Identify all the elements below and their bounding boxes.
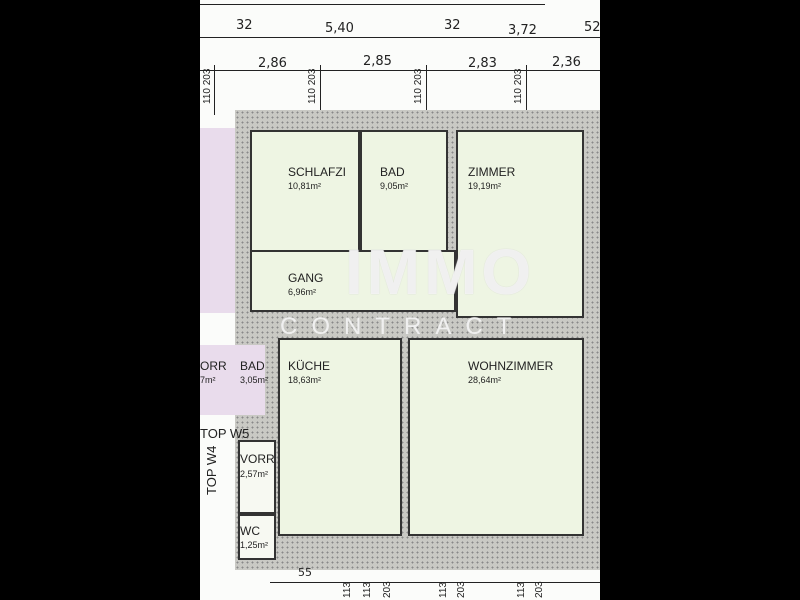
dim-line [270,582,600,583]
room-area: 18,63m² [288,375,322,385]
dim-label: 113 [342,582,353,598]
room-name: KÜCHE [288,359,331,373]
dim-label: 2,83 [468,56,497,71]
room-name: ORR [200,359,227,373]
window-dim: 110 203 [513,68,524,104]
room-name: BAD [380,165,405,179]
room-name: GANG [288,271,324,285]
room-name: WOHNZIMMER [468,359,554,373]
dim-line [200,37,600,38]
neighbor-unit [200,128,235,313]
dim-label: 32 [444,18,461,33]
dim-label: 113 [516,582,527,598]
dim-line [200,4,545,5]
room-area: 3,05m² [240,375,269,385]
room-name: BAD [240,359,265,373]
neighbor-unit [200,345,265,415]
window-dim: 110 203 [307,68,318,104]
room-name: WC [240,524,260,538]
room-bad [360,130,448,252]
dim-line [200,70,600,71]
unit-label-w5: TOP W5 [200,426,250,441]
dim-label: 55 [298,566,312,579]
dim-label: 52 [584,20,600,35]
room-name: VORR [240,452,275,466]
unit-label-w4: TOP W4 [204,445,219,495]
room-name: ZIMMER [468,165,516,179]
watermark-logo-sub: CONTRACT [280,313,526,340]
window-dim: 110 203 [413,68,424,104]
floor-plan: 32 5,40 32 3,72 52 2,86 2,85 2,83 2,36 1… [200,0,600,600]
room-area: 7m² [200,375,216,385]
dim-tick [320,65,321,115]
room-schlafzimmer [250,130,360,252]
dim-tick [214,65,215,115]
dim-label: 2,86 [258,56,287,71]
room-area: 9,05m² [380,181,409,191]
room-area: 1,25m² [240,540,269,550]
dim-tick [426,65,427,115]
room-name: SCHLAFZI [288,165,347,179]
room-area: 19,19m² [468,181,502,191]
dim-label: 203 [534,581,545,598]
room-vorraum [238,440,276,514]
bottom-margin [200,570,600,600]
room-zimmer [456,130,584,318]
room-area: 10,81m² [288,181,322,191]
dim-label: 32 [236,18,253,33]
dim-label: 2,85 [363,54,392,69]
dim-label: 2,36 [552,55,581,70]
room-wohnzimmer [408,338,584,536]
room-kueche [278,338,402,536]
room-area: 2,57m² [240,469,269,479]
room-wc [238,514,276,560]
room-area: 28,64m² [468,375,502,385]
dim-label: 203 [382,581,393,598]
dim-label: 113 [438,582,449,598]
dim-label: 203 [456,581,467,598]
dim-tick [526,65,527,115]
dim-label: 113 [362,582,373,598]
window-dim: 110 203 [202,68,213,104]
dim-label: 5,40 [325,21,354,36]
room-gang [250,250,456,312]
watermark-logo: IMMO [345,236,536,308]
dim-label: 3,72 [508,23,537,38]
room-area: 6,96m² [288,287,317,297]
